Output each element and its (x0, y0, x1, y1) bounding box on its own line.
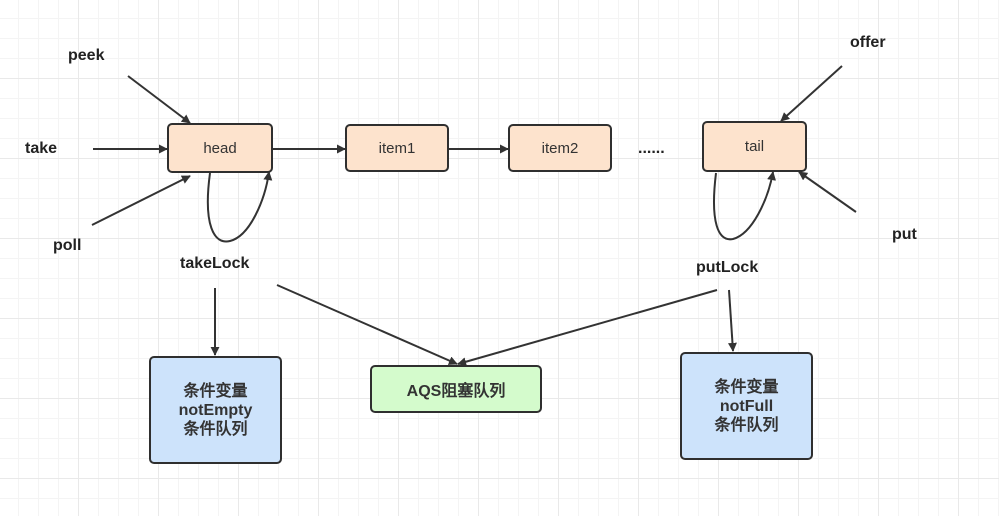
take-label: take (25, 140, 58, 157)
poll-label: poll (53, 237, 82, 254)
not-full-line3: 条件队列 (714, 416, 779, 434)
ellipsis-label: ...... (638, 140, 665, 157)
head-node: head (167, 123, 273, 173)
peek-arrow (127, 75, 191, 124)
peek-label: peek (68, 47, 105, 64)
not-empty-line3: 条件队列 (183, 420, 248, 438)
not-empty-line1: 条件变量 (183, 382, 248, 400)
not-full-line2: notFull (719, 397, 774, 415)
not-full-line1: 条件变量 (714, 378, 779, 396)
put-lock-label: putLock (696, 259, 759, 276)
tail-node: tail (702, 121, 807, 172)
item2-node: item2 (508, 124, 612, 172)
take-lock-loop-arrow (206, 171, 273, 243)
poll-arrow (91, 175, 191, 226)
put-lock-to-aqs-arrow (457, 289, 718, 367)
put-lock-loop-arrow (713, 171, 777, 241)
put-arrow (798, 171, 857, 213)
aqs-blocking-queue-node: AQS阻塞队列 (370, 365, 542, 413)
put-label: put (892, 226, 917, 243)
take-lock-to-aqs-arrow (276, 284, 458, 365)
take-lock-label: takeLock (180, 255, 250, 272)
put-lock-to-not-full-arrow (727, 289, 737, 352)
offer-arrow (780, 65, 843, 122)
not-empty-line2: notEmpty (178, 401, 253, 419)
not-full-condition-node: 条件变量 notFull 条件队列 (680, 352, 813, 460)
offer-label: offer (850, 34, 886, 51)
item1-node: item1 (345, 124, 449, 172)
not-empty-condition-node: 条件变量 notEmpty 条件队列 (149, 356, 282, 464)
